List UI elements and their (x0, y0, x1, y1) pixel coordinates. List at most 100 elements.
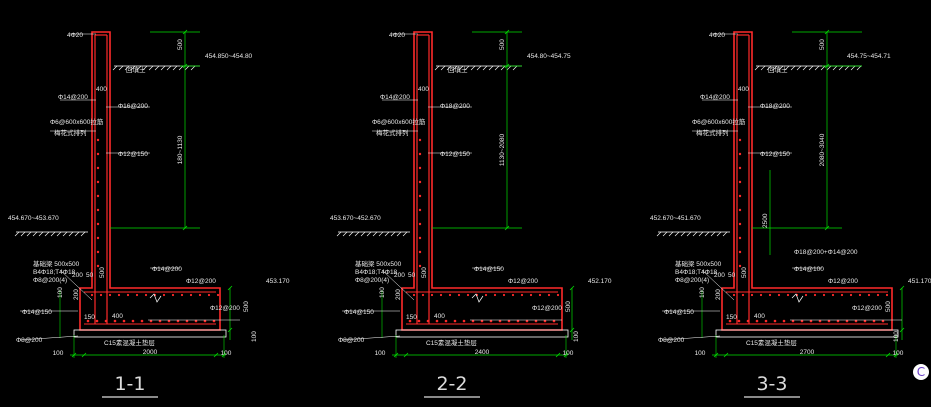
label-right-bar: Φ18@200 (760, 103, 790, 110)
rebar-dot (858, 293, 862, 297)
label-base-top-bar: Φ14@150 (474, 266, 504, 273)
ground-hatch (342, 231, 348, 237)
ground-hatch (160, 65, 166, 71)
ground-hatch (348, 231, 354, 237)
rebar-dot (534, 319, 538, 323)
ground-hatch (172, 65, 178, 71)
ground-hatch (506, 65, 512, 71)
rebar-dot (421, 293, 425, 297)
rebar-dot (189, 293, 193, 297)
label-dist-bar: Φ12@150 (118, 151, 148, 158)
ground-hatch (760, 65, 766, 71)
rebar-dot (885, 293, 889, 297)
rebar-dot (418, 222, 422, 226)
ground-hatch (130, 65, 136, 71)
rebar-dot (791, 319, 795, 323)
label-beam-size: 基础梁 500x500 (33, 259, 80, 268)
ground-hatch (494, 65, 500, 71)
label-backfill: 回填土 (768, 65, 788, 74)
label-dim-200b: 200 (715, 289, 722, 300)
label-right-bar: Φ18@200 (440, 103, 470, 110)
rebar-dot (212, 319, 216, 323)
rebar-dot (804, 293, 808, 297)
label-dim-50: 50 (408, 272, 416, 279)
rebar-dot (782, 319, 786, 323)
rebar-dot (809, 319, 813, 323)
rebar-dot (800, 319, 804, 323)
ground-hatch (378, 231, 384, 237)
ground-hatch (826, 65, 832, 71)
rebar-dot (759, 293, 763, 297)
dim-tick (899, 327, 905, 333)
cushion-slab (715, 329, 899, 338)
rebar-dot (448, 293, 452, 297)
rebar-dot (755, 319, 759, 323)
ground-hatch (710, 231, 716, 237)
label-dim-100l: 100 (375, 350, 386, 357)
label-dim-100a: 100 (57, 287, 64, 298)
label-dim-400: 400 (754, 313, 765, 320)
label-base-bar: Φ12@200 (508, 278, 538, 285)
rebar-dot (418, 152, 422, 156)
rebar-dot (108, 293, 112, 297)
rebar-dot (872, 319, 876, 323)
ground-hatch (26, 231, 32, 237)
dim-tick (504, 29, 510, 35)
leader (59, 269, 93, 301)
rebar-dot (840, 293, 844, 297)
dim-tick (213, 352, 219, 358)
rebar-dot (430, 293, 434, 297)
wall-outline (721, 31, 893, 331)
label-beam-bars: B4Φ18;T4Φ18 (675, 269, 718, 276)
ground-hatch (190, 65, 196, 71)
ground-hatch (20, 231, 26, 237)
rebar-dot (158, 319, 162, 323)
rebar-dot (96, 194, 100, 198)
rebar-dot (764, 319, 768, 323)
label-dim-100a: 100 (379, 287, 386, 298)
ground-hatch (512, 65, 518, 71)
rebar-dot (140, 319, 144, 323)
rebar-dot (194, 319, 198, 323)
rebar-dot (498, 319, 502, 323)
ground-hatch (32, 231, 38, 237)
leader (661, 335, 721, 341)
label-base-top-bar: Φ14@100 (794, 266, 824, 273)
rebar-dot (176, 319, 180, 323)
ground-hatch (850, 65, 856, 71)
label-dim-200: 200 (394, 272, 405, 279)
rebar-dot (418, 236, 422, 240)
rebar-dot (480, 319, 484, 323)
label-beam-stirrup: Φ8@200(4) (355, 277, 389, 284)
rebar-dot (418, 138, 422, 142)
rebar-dot (732, 293, 736, 297)
rebar-dot (95, 319, 99, 323)
rebar-dot (831, 293, 835, 297)
rebar-dot (462, 319, 466, 323)
label-tie-arrange: 梅花式排列 (696, 128, 729, 137)
label-dim-100rr: 100 (893, 350, 904, 357)
rebar-dot (768, 293, 772, 297)
label-height-dim: 180~1130 (177, 135, 184, 164)
label-top-dim: 500 (819, 39, 826, 50)
label-top-dim: 500 (499, 39, 506, 50)
ground-hatch (668, 231, 674, 237)
section-3-3: 4Φ20500454.75~454.71回填土400Φ14@200Φ18@200… (650, 29, 931, 398)
ground-hatch (440, 65, 446, 71)
ground-hatch (722, 231, 728, 237)
assistant-icon[interactable]: C (913, 364, 929, 380)
ground-hatch (802, 65, 808, 71)
label-bottom-bar: Φ14@150 (344, 309, 374, 316)
label-extra-bar: Φ18@200+Φ14@200 (794, 249, 858, 256)
label-dim-100a: 100 (699, 287, 706, 298)
label-top-level: 454.75~454.71 (847, 53, 891, 60)
rebar-dot (418, 166, 422, 170)
rebar-dot (203, 319, 207, 323)
rebar-dot (418, 264, 422, 268)
dim-tick (569, 285, 575, 291)
rebar-dot (502, 293, 506, 297)
ground-hatch (808, 65, 814, 71)
rebar-dot (484, 293, 488, 297)
section-title: 1-1 (114, 373, 145, 395)
